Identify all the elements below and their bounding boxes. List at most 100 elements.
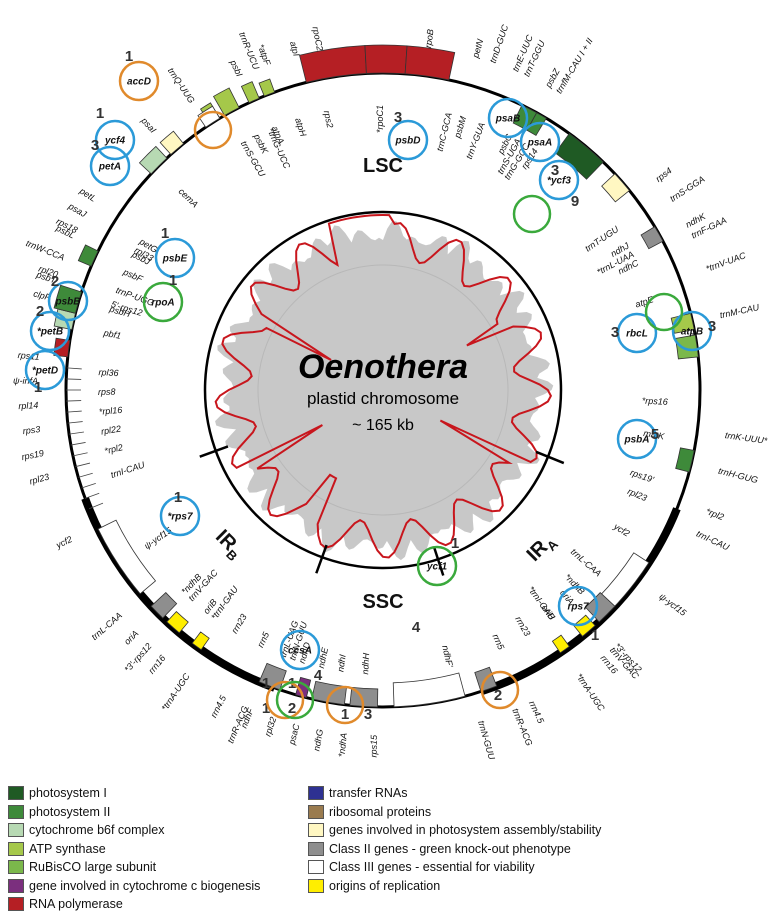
gene-label: petL	[77, 185, 98, 203]
fragment-count: 2	[288, 700, 296, 717]
map-size: ~ 165 kb	[352, 417, 414, 434]
fragment-count: 1	[262, 700, 270, 717]
gene-label: rpl22	[100, 424, 121, 437]
gene-label: rrn5	[255, 630, 271, 650]
gene-label: *rpoC1	[375, 105, 385, 133]
gc-trace	[214, 213, 553, 559]
gene-tick	[88, 502, 104, 510]
gene-label: ndhF'	[440, 644, 455, 668]
gene-label: *trnA-UGC	[159, 671, 192, 713]
gene-label: rrn4.5	[209, 693, 229, 719]
gene-tick	[84, 492, 100, 499]
fragment-count: 3	[394, 109, 402, 126]
fragment-count: 1	[96, 105, 104, 122]
gene-label: rps2	[322, 110, 335, 129]
gene-label: rpoB	[423, 28, 436, 48]
region-boundary-tick	[199, 445, 229, 458]
legend-swatch	[8, 878, 24, 893]
region-boundary-tick	[315, 544, 328, 574]
fragment-count: 1	[451, 535, 459, 552]
legend-label: photosystem I	[29, 786, 107, 800]
gene-label: ycf2	[611, 521, 631, 539]
fragment-count: 4	[314, 667, 323, 684]
gene-label: oriA	[122, 628, 140, 646]
gene-label: rps19'	[629, 467, 655, 484]
gene-block-ori	[191, 631, 210, 651]
region-irb: IRB	[209, 526, 247, 564]
highlight-ring	[387, 119, 429, 161]
circled-gene-label: rbcL	[626, 329, 648, 340]
legend-swatch	[308, 860, 324, 874]
legend-label: gene involved in cytochrome c biogenesis	[29, 878, 261, 893]
legend-item: Class III genes - essential for viabilit…	[308, 859, 535, 875]
legend-swatch	[8, 897, 24, 911]
circled-gene-label: rps7	[567, 602, 589, 613]
gene-label: rpl23	[28, 472, 50, 487]
gene-tick	[66, 410, 82, 413]
highlight-ring	[519, 121, 561, 163]
circled-gene-label: rpoA	[151, 298, 174, 309]
gene-label: ndhH	[360, 652, 371, 675]
gene-label: rrn4.5	[527, 699, 546, 725]
legend-item: ribosomal proteins	[308, 804, 431, 820]
highlight-ring	[159, 495, 201, 537]
gene-block-assembly	[159, 130, 185, 155]
fragment-count: 3	[708, 318, 716, 335]
gene-label: trnC-GCA	[435, 112, 454, 153]
circled-gene-label: *ycf3	[547, 176, 571, 187]
gene-label: trnfM-CAU I + II	[554, 36, 595, 95]
gene-tick	[66, 367, 82, 370]
legend-swatch	[8, 823, 24, 837]
gene-block-ori	[551, 634, 570, 654]
gene-block-photosystem_II	[675, 447, 695, 473]
gene-label: rps8	[98, 387, 116, 397]
region-ssc: SSC	[362, 591, 403, 613]
gene-block-rnap	[299, 45, 367, 83]
gene-block-cytochrome	[138, 145, 168, 175]
highlight-ring	[279, 629, 321, 671]
circled-gene-label: psbB	[55, 297, 81, 308]
fragment-count: 5	[651, 426, 659, 443]
gene-block-class2	[150, 591, 178, 619]
legend-item: ATP synthase	[8, 841, 106, 857]
gene-label: trnW-CCA	[25, 238, 67, 263]
gene-block-atp	[258, 78, 276, 97]
fragment-count: 3	[364, 706, 372, 723]
gene-label: rps4	[654, 165, 674, 184]
gene-label: psbI	[228, 58, 245, 79]
highlight-ring	[265, 680, 305, 720]
highlight-ring	[616, 418, 658, 460]
gc-outer-circle	[203, 210, 563, 570]
gene-label: psaC	[286, 722, 301, 746]
gene-label: trnK-UUU*	[724, 430, 768, 446]
legend-swatch	[308, 786, 324, 800]
legend-item: transfer RNAs	[308, 785, 408, 801]
circled-genes: accD1ycf41petA3psbE1psbB2*petB2*petD1rpo…	[24, 48, 716, 725]
gene-label: ndhI	[335, 653, 347, 672]
legend-item: origins of replication	[308, 878, 440, 894]
gene-tick	[70, 442, 86, 446]
gene-tick	[72, 452, 88, 457]
highlight-ring	[616, 312, 658, 354]
gene-label: *trnV-UAC	[704, 250, 747, 274]
gene-label: ψ-ycf15	[142, 525, 174, 551]
fragment-count: 1	[34, 379, 42, 396]
legend-item: genes involved in photosystem assembly/s…	[308, 822, 601, 838]
gene-label: pbf1	[102, 328, 122, 341]
fragment-count: 2	[51, 273, 59, 290]
gene-label: *rpl2	[104, 442, 124, 456]
gene-label: trnQ-UUG	[166, 66, 197, 105]
gene-label: trnY-GUA	[464, 121, 487, 160]
fragment-count: 3	[91, 137, 99, 154]
legend-label: RNA polymerase	[29, 897, 123, 911]
gene-label: trnH-GUG	[717, 466, 759, 486]
region-ira: IRA	[523, 529, 562, 568]
gene-label: rpl14	[18, 400, 39, 411]
gene-block-photosystem_II	[53, 284, 83, 314]
